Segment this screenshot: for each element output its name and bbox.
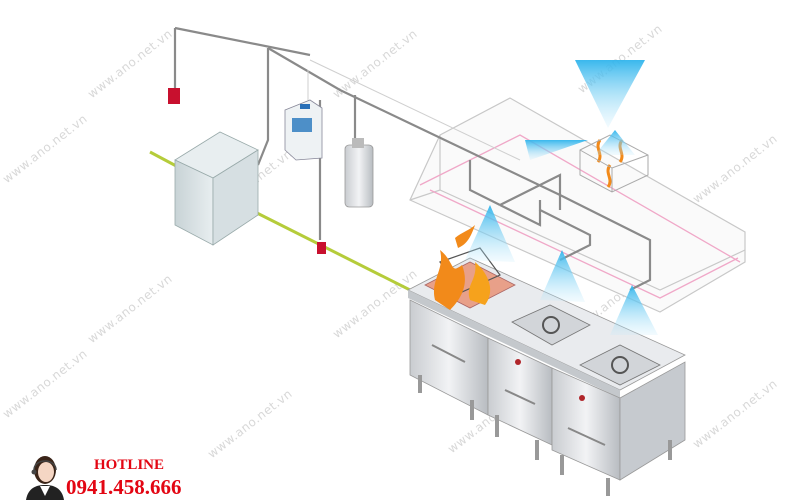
agent-cylinder — [344, 138, 374, 208]
signal-wires — [307, 59, 521, 161]
hotline-phone[interactable]: 0941.458.666 — [66, 475, 182, 499]
gas-range-1 — [511, 304, 591, 346]
exhaust-hood — [409, 97, 746, 313]
spray-duct — [575, 60, 645, 128]
flames — [433, 139, 624, 310]
spray-plenum-2 — [595, 130, 635, 155]
spray-range-2 — [610, 285, 658, 335]
pipe-network — [173, 26, 652, 291]
detection-line — [419, 134, 741, 299]
plenum-box — [579, 134, 649, 193]
support-agent-avatar — [26, 456, 64, 500]
spray-fryer — [465, 205, 515, 262]
hotline-banner[interactable]: HOTLINE 0941.458.666 — [14, 452, 214, 500]
spray-plenum — [525, 140, 588, 160]
control-panel — [284, 99, 323, 161]
spray-nozzles — [465, 60, 658, 335]
alarm-device — [168, 88, 180, 104]
manual-pull-station — [317, 242, 326, 254]
hotline-label: HOTLINE — [94, 457, 165, 473]
gas-range-2 — [579, 344, 661, 386]
control-cabinet — [174, 131, 259, 246]
spray-range-1 — [540, 250, 585, 302]
